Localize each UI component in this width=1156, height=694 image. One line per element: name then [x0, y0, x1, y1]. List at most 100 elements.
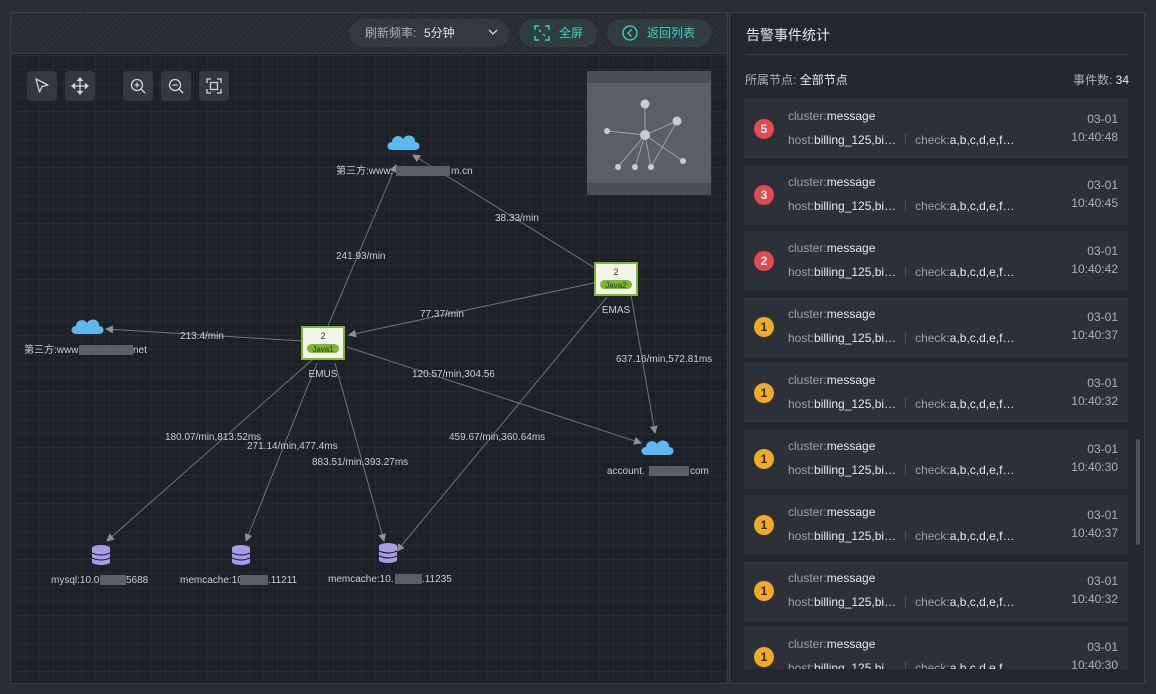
expand-icon: [534, 25, 550, 41]
cluster-label: cluster:: [788, 109, 827, 123]
redacted-mask: [240, 575, 268, 585]
cluster-label: cluster:: [788, 571, 827, 585]
node-label: 第三方:www.: [336, 164, 393, 177]
check-label: check:: [915, 265, 950, 279]
node-cloud-thirdparty-2[interactable]: 第三方:www net: [24, 319, 147, 356]
host-label: host:: [788, 265, 815, 279]
cluster-row: cluster:message: [788, 307, 875, 321]
edge-emas-cloud3[interactable]: [630, 294, 658, 434]
edge-label: 120.57/min,304.56: [412, 369, 495, 380]
cluster-value: message: [826, 241, 876, 255]
fullscreen-button[interactable]: 全屏: [519, 19, 597, 47]
check-value: a,b,c,d,e,f…: [949, 133, 1015, 147]
cluster-label: cluster:: [788, 373, 827, 387]
cluster-row: cluster:message: [788, 175, 875, 189]
fit-view-button[interactable]: [199, 71, 229, 101]
edge-emus-db2[interactable]: [244, 362, 318, 542]
zoom-out-button[interactable]: [161, 71, 191, 101]
node-cloud-thirdparty-1[interactable]: 第三方:www. m.cn: [336, 135, 473, 177]
edge-emus-db3[interactable]: [334, 362, 386, 542]
edge-emus-cloud3[interactable]: [346, 346, 642, 445]
node-filter[interactable]: 所属节点: 全部节点: [745, 71, 848, 88]
divider: [905, 464, 907, 475]
node-service-emas[interactable]: 2 Java2 EMAS: [594, 262, 638, 316]
move-icon: [71, 77, 89, 95]
zoom-in-button[interactable]: [123, 71, 153, 101]
check-value: a,b,c,d,e,f…: [949, 595, 1015, 609]
host-value: billing_125,bi…: [814, 265, 897, 279]
host-value: billing_125,bi…: [814, 397, 897, 411]
node-label-suffix: m.cn: [451, 166, 473, 177]
edge-emas-db3[interactable]: [396, 296, 608, 552]
event-date: 03-01: [1087, 178, 1118, 192]
edge-label: 38.33/min: [495, 213, 539, 224]
pan-tool-button[interactable]: [65, 71, 95, 101]
pointer-icon: [35, 78, 49, 93]
scrollbar-thumb[interactable]: [1136, 439, 1140, 545]
host-label: host:: [788, 463, 815, 477]
node-db-mysql[interactable]: mysql:10.0 5688: [51, 544, 149, 586]
back-to-list-button[interactable]: 返回列表: [607, 19, 711, 47]
node-service-emus[interactable]: 2 Java1 EMUS: [301, 326, 345, 380]
divider: [905, 266, 907, 277]
edge-label: 637.16/min,572.81ms: [616, 354, 712, 365]
event-time: 10:40:37: [1071, 328, 1118, 342]
refresh-rate-value: 5分钟: [424, 26, 455, 40]
host-value: billing_125,bi…: [814, 199, 897, 213]
divider: [905, 200, 907, 211]
edge-label: 883.51/min,393.27ms: [312, 457, 408, 468]
event-time: 10:40:42: [1071, 262, 1118, 276]
cluster-row: cluster:message: [788, 637, 875, 651]
edge-emus-cloud2[interactable]: [105, 325, 304, 342]
edge-emas-emus[interactable]: [348, 280, 604, 338]
severity-badge: 1: [754, 581, 774, 601]
divider: [905, 134, 907, 145]
fullscreen-label: 全屏: [559, 26, 584, 40]
check-label: check:: [915, 595, 950, 609]
refresh-rate-select[interactable]: 刷新频率: 5分钟: [349, 19, 509, 47]
host-check-row: host:billing_125,bi…check:a,b,c,d,e,f…: [788, 595, 1014, 609]
host-check-row: host:billing_125,bi…check:a,b,c,d,e,f…: [788, 331, 1014, 345]
divider: [905, 332, 907, 343]
zoom-in-icon: [130, 78, 146, 94]
host-check-row: host:billing_125,bi…check:a,b,c,d,e,f…: [788, 661, 1014, 669]
edge-emus-db1[interactable]: [106, 358, 314, 542]
topology-canvas[interactable]: 刷新频率: 5分钟 全屏 返回列表: [10, 12, 728, 684]
cluster-value: message: [826, 307, 876, 321]
divider: [905, 530, 907, 541]
host-label: host:: [788, 661, 815, 669]
edge-emus-cloud1[interactable]: [324, 164, 397, 334]
node-label: memcache:10.: [328, 574, 394, 585]
minimap[interactable]: [587, 71, 711, 195]
check-value: a,b,c,d,e,f…: [949, 661, 1015, 669]
check-label: check:: [915, 661, 950, 669]
node-cloud-account[interactable]: account. com: [607, 440, 709, 477]
select-tool-button[interactable]: [27, 71, 57, 101]
event-date: 03-01: [1087, 310, 1118, 324]
cloud-icon: [387, 135, 420, 150]
node-db-memcache-1[interactable]: memcache:10 .11211: [180, 544, 298, 586]
redacted-mask: [79, 345, 133, 355]
edge-label: 459.67/min,360.64ms: [449, 432, 545, 443]
host-value: billing_125,bi…: [814, 595, 897, 609]
edge-label: 241.93/min: [336, 251, 385, 262]
cluster-value: message: [826, 637, 876, 651]
cluster-value: message: [826, 505, 876, 519]
topology-graph[interactable]: 38.33/min 241.93/min 77.37/min 213.4/min…: [11, 13, 727, 683]
event-time: 10:40:37: [1071, 526, 1118, 540]
node-filter-value: 全部节点: [799, 73, 848, 87]
node-label: mysql:10.0: [51, 575, 100, 586]
panel-title: 告警事件统计: [746, 27, 830, 43]
node-db-memcache-2[interactable]: memcache:10. .11235: [328, 542, 452, 585]
event-count-value: 34: [1115, 73, 1129, 87]
